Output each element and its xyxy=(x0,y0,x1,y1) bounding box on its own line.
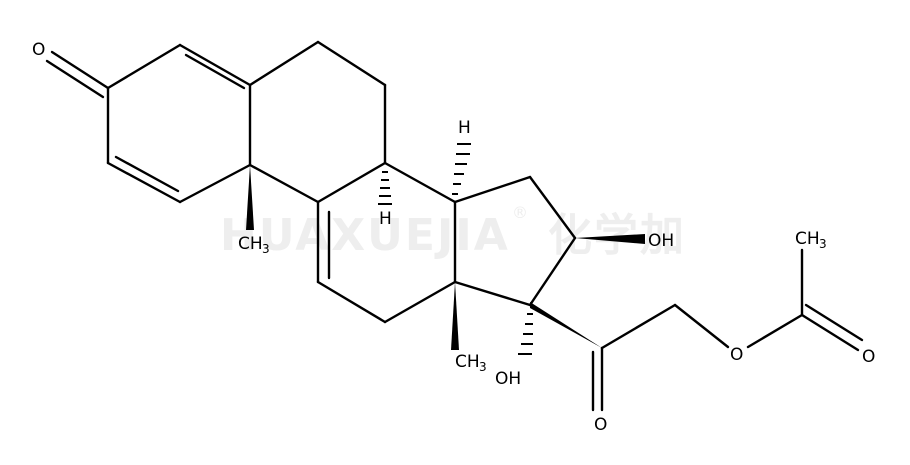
hash-c8-h xyxy=(378,171,392,205)
bond-c16-c17 xyxy=(528,236,577,307)
bond-c11-c12 xyxy=(316,280,387,324)
watermark-cn: 化学加 xyxy=(548,210,686,261)
bond-c15-c16 xyxy=(528,175,577,240)
bond-c3-o xyxy=(50,50,110,90)
ring-d xyxy=(453,175,577,307)
bond-c3-c4 xyxy=(106,43,182,90)
bond-c17-c13 xyxy=(453,280,532,307)
bond-cacyl-o-double xyxy=(804,303,864,342)
bond-cacyl-o xyxy=(800,313,860,352)
bond-c8-c9 xyxy=(316,161,387,204)
bond-c1-c2 xyxy=(106,161,182,204)
bond-c14-c15 xyxy=(453,175,532,204)
bond-c14-c8 xyxy=(383,161,457,204)
bond-o-cacyl xyxy=(746,313,804,349)
bond-c6-c7 xyxy=(316,40,387,87)
label-oh-16: OH xyxy=(648,231,674,251)
bond-c21-o xyxy=(673,303,730,349)
ring-b xyxy=(248,40,387,204)
label-o-ester: O xyxy=(730,345,743,365)
bond-c4-c5-double xyxy=(184,53,246,90)
atom-labels: O H H CH 3 CH 3 OH OH O O O CH 3 xyxy=(32,40,875,435)
label-h-14: H xyxy=(458,118,471,138)
ring-c xyxy=(316,161,457,324)
label-ch3-acetyl: CH xyxy=(795,229,820,249)
label-ch3-10-sub: 3 xyxy=(262,242,270,256)
watermark-registered: ® xyxy=(512,203,528,222)
bond-c12-c13 xyxy=(383,280,457,324)
label-ch3-10: CH xyxy=(238,234,263,254)
wedge-c16-oh xyxy=(575,234,645,244)
bond-c9-c10 xyxy=(248,163,320,204)
wedge-c10-methyl xyxy=(246,165,254,230)
label-h-8: H xyxy=(379,209,392,229)
watermark-text: HUAXUEJIA xyxy=(220,210,510,261)
bond-c4-c5 xyxy=(178,43,252,87)
hash-c17-oh xyxy=(518,313,533,355)
bond-c1-c2-double xyxy=(114,155,180,193)
bond-c5-c6 xyxy=(248,40,320,87)
label-o-acetyl: O xyxy=(862,347,875,367)
label-oh-17: OH xyxy=(495,369,521,389)
label-o-ketone: O xyxy=(32,40,45,60)
wedge-c13-methyl xyxy=(451,282,459,350)
bond-c20-c21 xyxy=(600,303,677,350)
wedge-c17-c20 xyxy=(530,302,602,348)
label-ch3-13: CH xyxy=(455,352,480,372)
label-ch3-13-sub: 3 xyxy=(479,360,487,374)
label-o-20: O xyxy=(594,415,607,435)
label-ch3-acetyl-sub: 3 xyxy=(819,237,827,251)
bond-c3-o-double xyxy=(45,59,105,99)
stereo-bonds xyxy=(246,143,645,355)
bond-c10-c1 xyxy=(178,163,252,204)
ring-a xyxy=(45,43,252,204)
watermark: HUAXUEJIA ® 化学加 xyxy=(220,203,686,261)
hash-c14-h xyxy=(452,143,471,195)
side-chain xyxy=(530,248,864,412)
